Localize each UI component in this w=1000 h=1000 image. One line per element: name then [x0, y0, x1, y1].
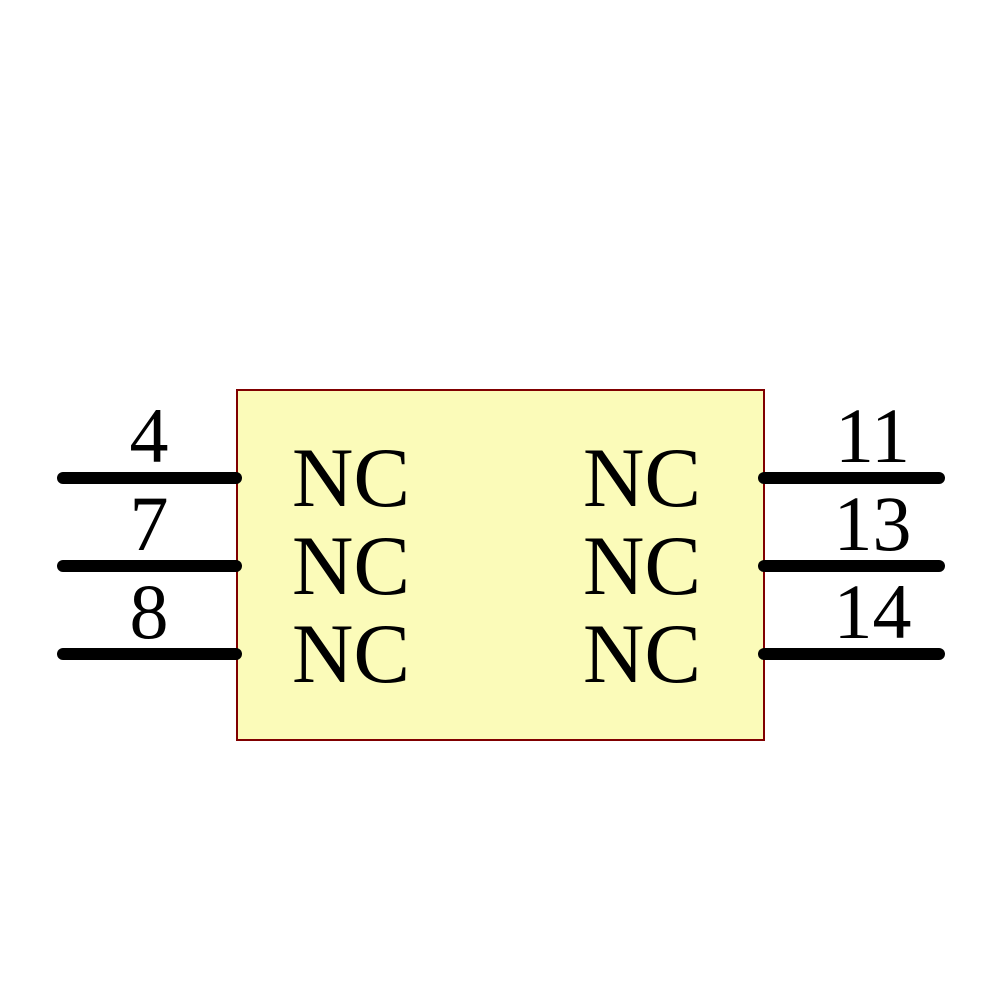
pin-label-nc-14: NC — [583, 607, 702, 701]
pin-number-7: 7 — [129, 480, 169, 567]
component-body[interactable] — [236, 389, 765, 741]
pin-line-8[interactable] — [57, 648, 242, 660]
pin-line-11[interactable] — [758, 472, 945, 484]
pin-number-14: 14 — [833, 568, 912, 655]
pin-number-13: 13 — [833, 480, 912, 567]
pin-number-4: 4 — [129, 392, 169, 479]
pin-label-nc-4: NC — [292, 431, 411, 525]
pin-number-11: 11 — [834, 392, 911, 479]
pin-line-7[interactable] — [57, 560, 242, 572]
pin-label-nc-11: NC — [583, 431, 702, 525]
pin-line-13[interactable] — [758, 560, 945, 572]
pin-label-nc-7: NC — [292, 519, 411, 613]
pin-line-4[interactable] — [57, 472, 242, 484]
pin-label-nc-13: NC — [583, 519, 702, 613]
pin-label-nc-8: NC — [292, 607, 411, 701]
pin-line-14[interactable] — [758, 648, 945, 660]
pin-number-8: 8 — [129, 568, 169, 655]
